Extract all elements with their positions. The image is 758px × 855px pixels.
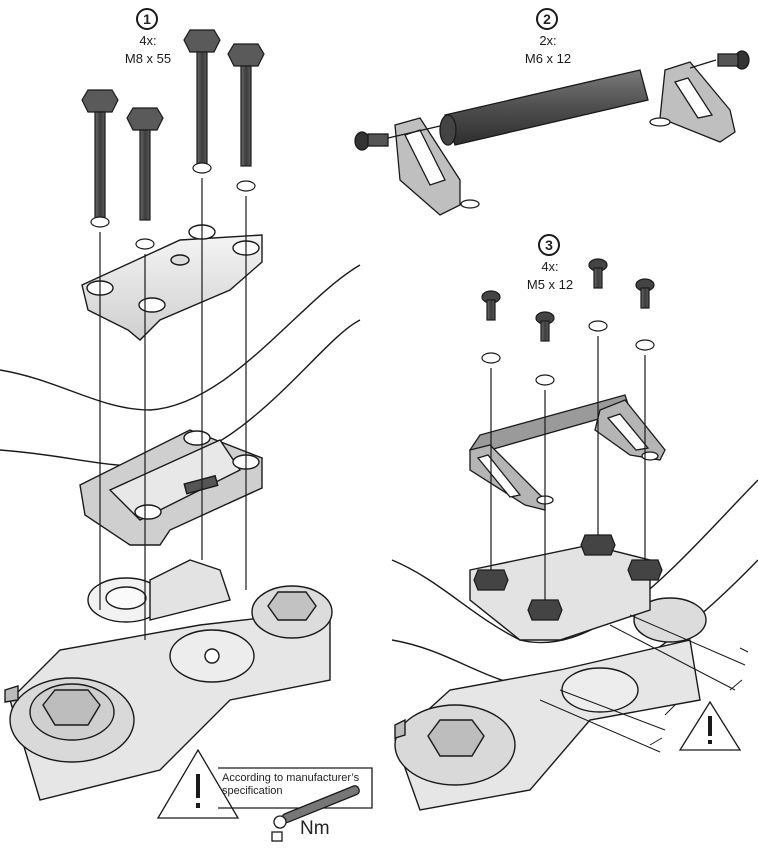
crossbar-assembly [354, 50, 750, 216]
clearance-dimension-lines [539, 614, 749, 753]
bolts-m5-group [473, 258, 663, 621]
bolt-m8-3 [183, 29, 221, 560]
torque-unit: Nm [300, 818, 330, 839]
bolt-m5-4 [627, 278, 663, 581]
warning-triangle-icon-right [678, 700, 742, 751]
step-3-quantity: 4x: [541, 259, 559, 274]
bolts-m8-group [81, 29, 265, 640]
bolt-m6-left [354, 125, 441, 151]
riser-clamp [79, 429, 263, 546]
step-1-quantity: 4x: [139, 33, 157, 48]
bolt-m8-4 [227, 43, 265, 590]
step-3-number: 3 [538, 234, 560, 256]
step-2-spec: M6 x 12 [524, 51, 572, 66]
bolt-m6-right [689, 50, 750, 70]
bolt-m5-2 [527, 311, 563, 621]
step-3-spec: M5 x 12 [526, 277, 574, 292]
triple-clamp-right [394, 544, 707, 811]
bolt-m8-2 [126, 107, 164, 640]
step-1-number: 1 [136, 8, 158, 30]
bolt-m5-1 [473, 290, 509, 591]
mount-bracket-bar [468, 394, 666, 511]
bolt-m8-1 [81, 89, 119, 610]
bolt-m5-3 [580, 258, 616, 556]
step-2-number: 2 [536, 8, 558, 30]
torque-note-line2: specification [222, 785, 283, 797]
triple-clamp-left [4, 559, 333, 801]
torque-note: According to manufacturer’s specificatio… [222, 772, 372, 798]
step-2-quantity: 2x: [539, 33, 557, 48]
handlebar-clamp-upper [81, 224, 263, 341]
step-1-spec: M8 x 55 [124, 51, 172, 66]
torque-wrench-icon [271, 785, 360, 842]
torque-note-line1: According to manufacturer’s [222, 772, 360, 784]
torque-warning-box [156, 748, 373, 842]
